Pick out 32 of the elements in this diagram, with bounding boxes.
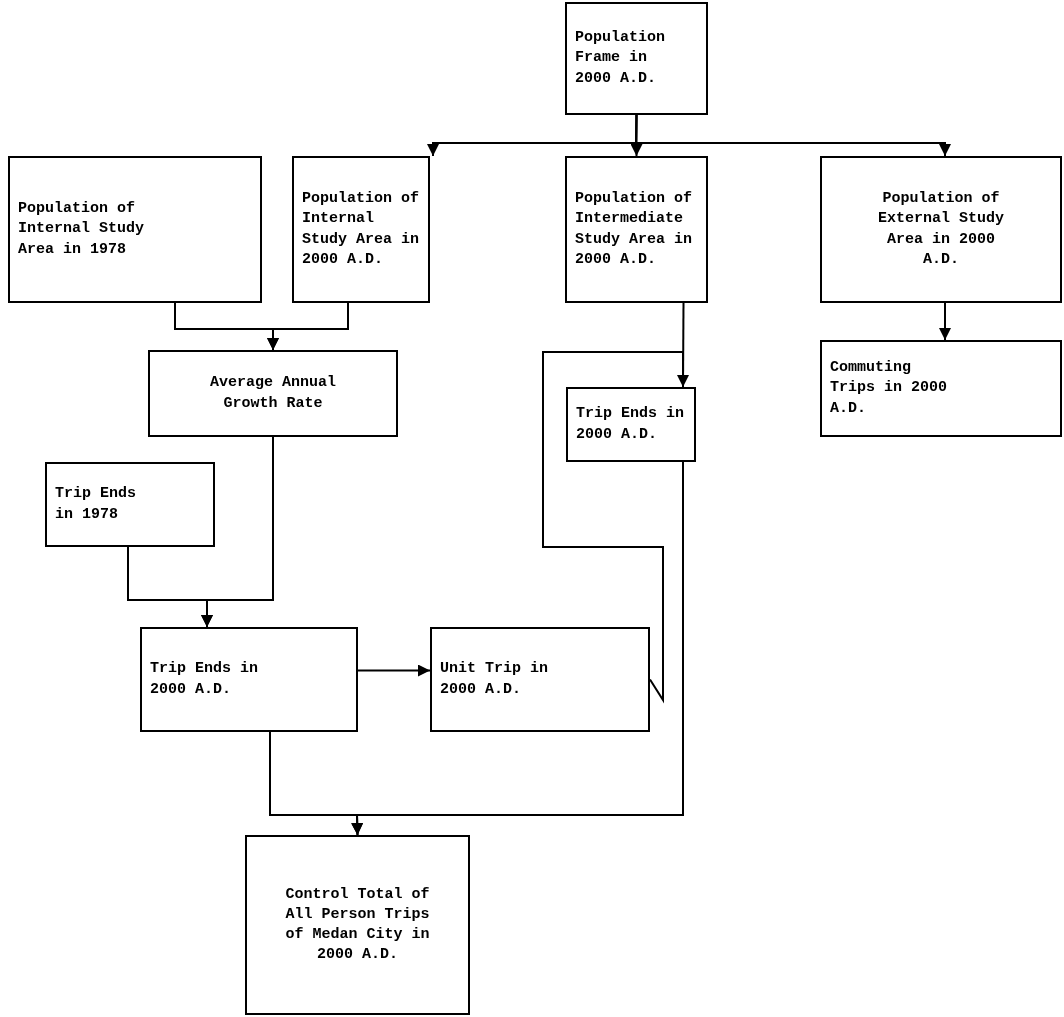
process-box (820, 156, 1062, 303)
process-box (820, 340, 1062, 437)
connector-arrow (351, 461, 684, 836)
connector-arrow (542, 351, 689, 704)
process-box (565, 2, 708, 115)
process-box (140, 627, 358, 732)
process-box (430, 627, 650, 732)
connector-arrow (127, 546, 213, 628)
process-box (565, 156, 708, 303)
connector-arrow (630, 114, 643, 157)
connector-arrow (939, 302, 951, 341)
box-label: Population of Internal Study Area in 2000 A.D. (302, 189, 420, 270)
box-label: Trip Ends in 2000 A.D. (150, 659, 260, 700)
box-label: Trip Ends in 2000 A.D. (576, 404, 686, 445)
process-box (8, 156, 262, 303)
connector-arrow (635, 114, 951, 157)
box-label: Population of Intermediate Study Area in 2000 A.D. (575, 189, 694, 270)
box-label: Average Annual Growth Rate (209, 373, 337, 414)
box-label: Unit Trip in 2000 A.D. (440, 659, 550, 700)
process-box (245, 835, 470, 1015)
process-box (148, 350, 398, 437)
box-label: Commuting Trips in 2000 A.D. (830, 358, 949, 419)
box-label: Population of External Study Area in 2000 A.D. (877, 189, 1005, 270)
process-box (566, 387, 696, 462)
box-label: Control Total of All Person Trips of Medan City in 2000 A.D. (284, 884, 431, 966)
process-box (45, 462, 215, 547)
box-label: Population of Internal Study Area in 1978 (18, 199, 146, 260)
connector-arrow (267, 302, 349, 351)
box-label: Trip Ends in 1978 (55, 484, 137, 525)
process-box (292, 156, 430, 303)
connector-arrow (357, 664, 431, 677)
box-label: Population Frame in 2000 A.D. (575, 28, 666, 89)
